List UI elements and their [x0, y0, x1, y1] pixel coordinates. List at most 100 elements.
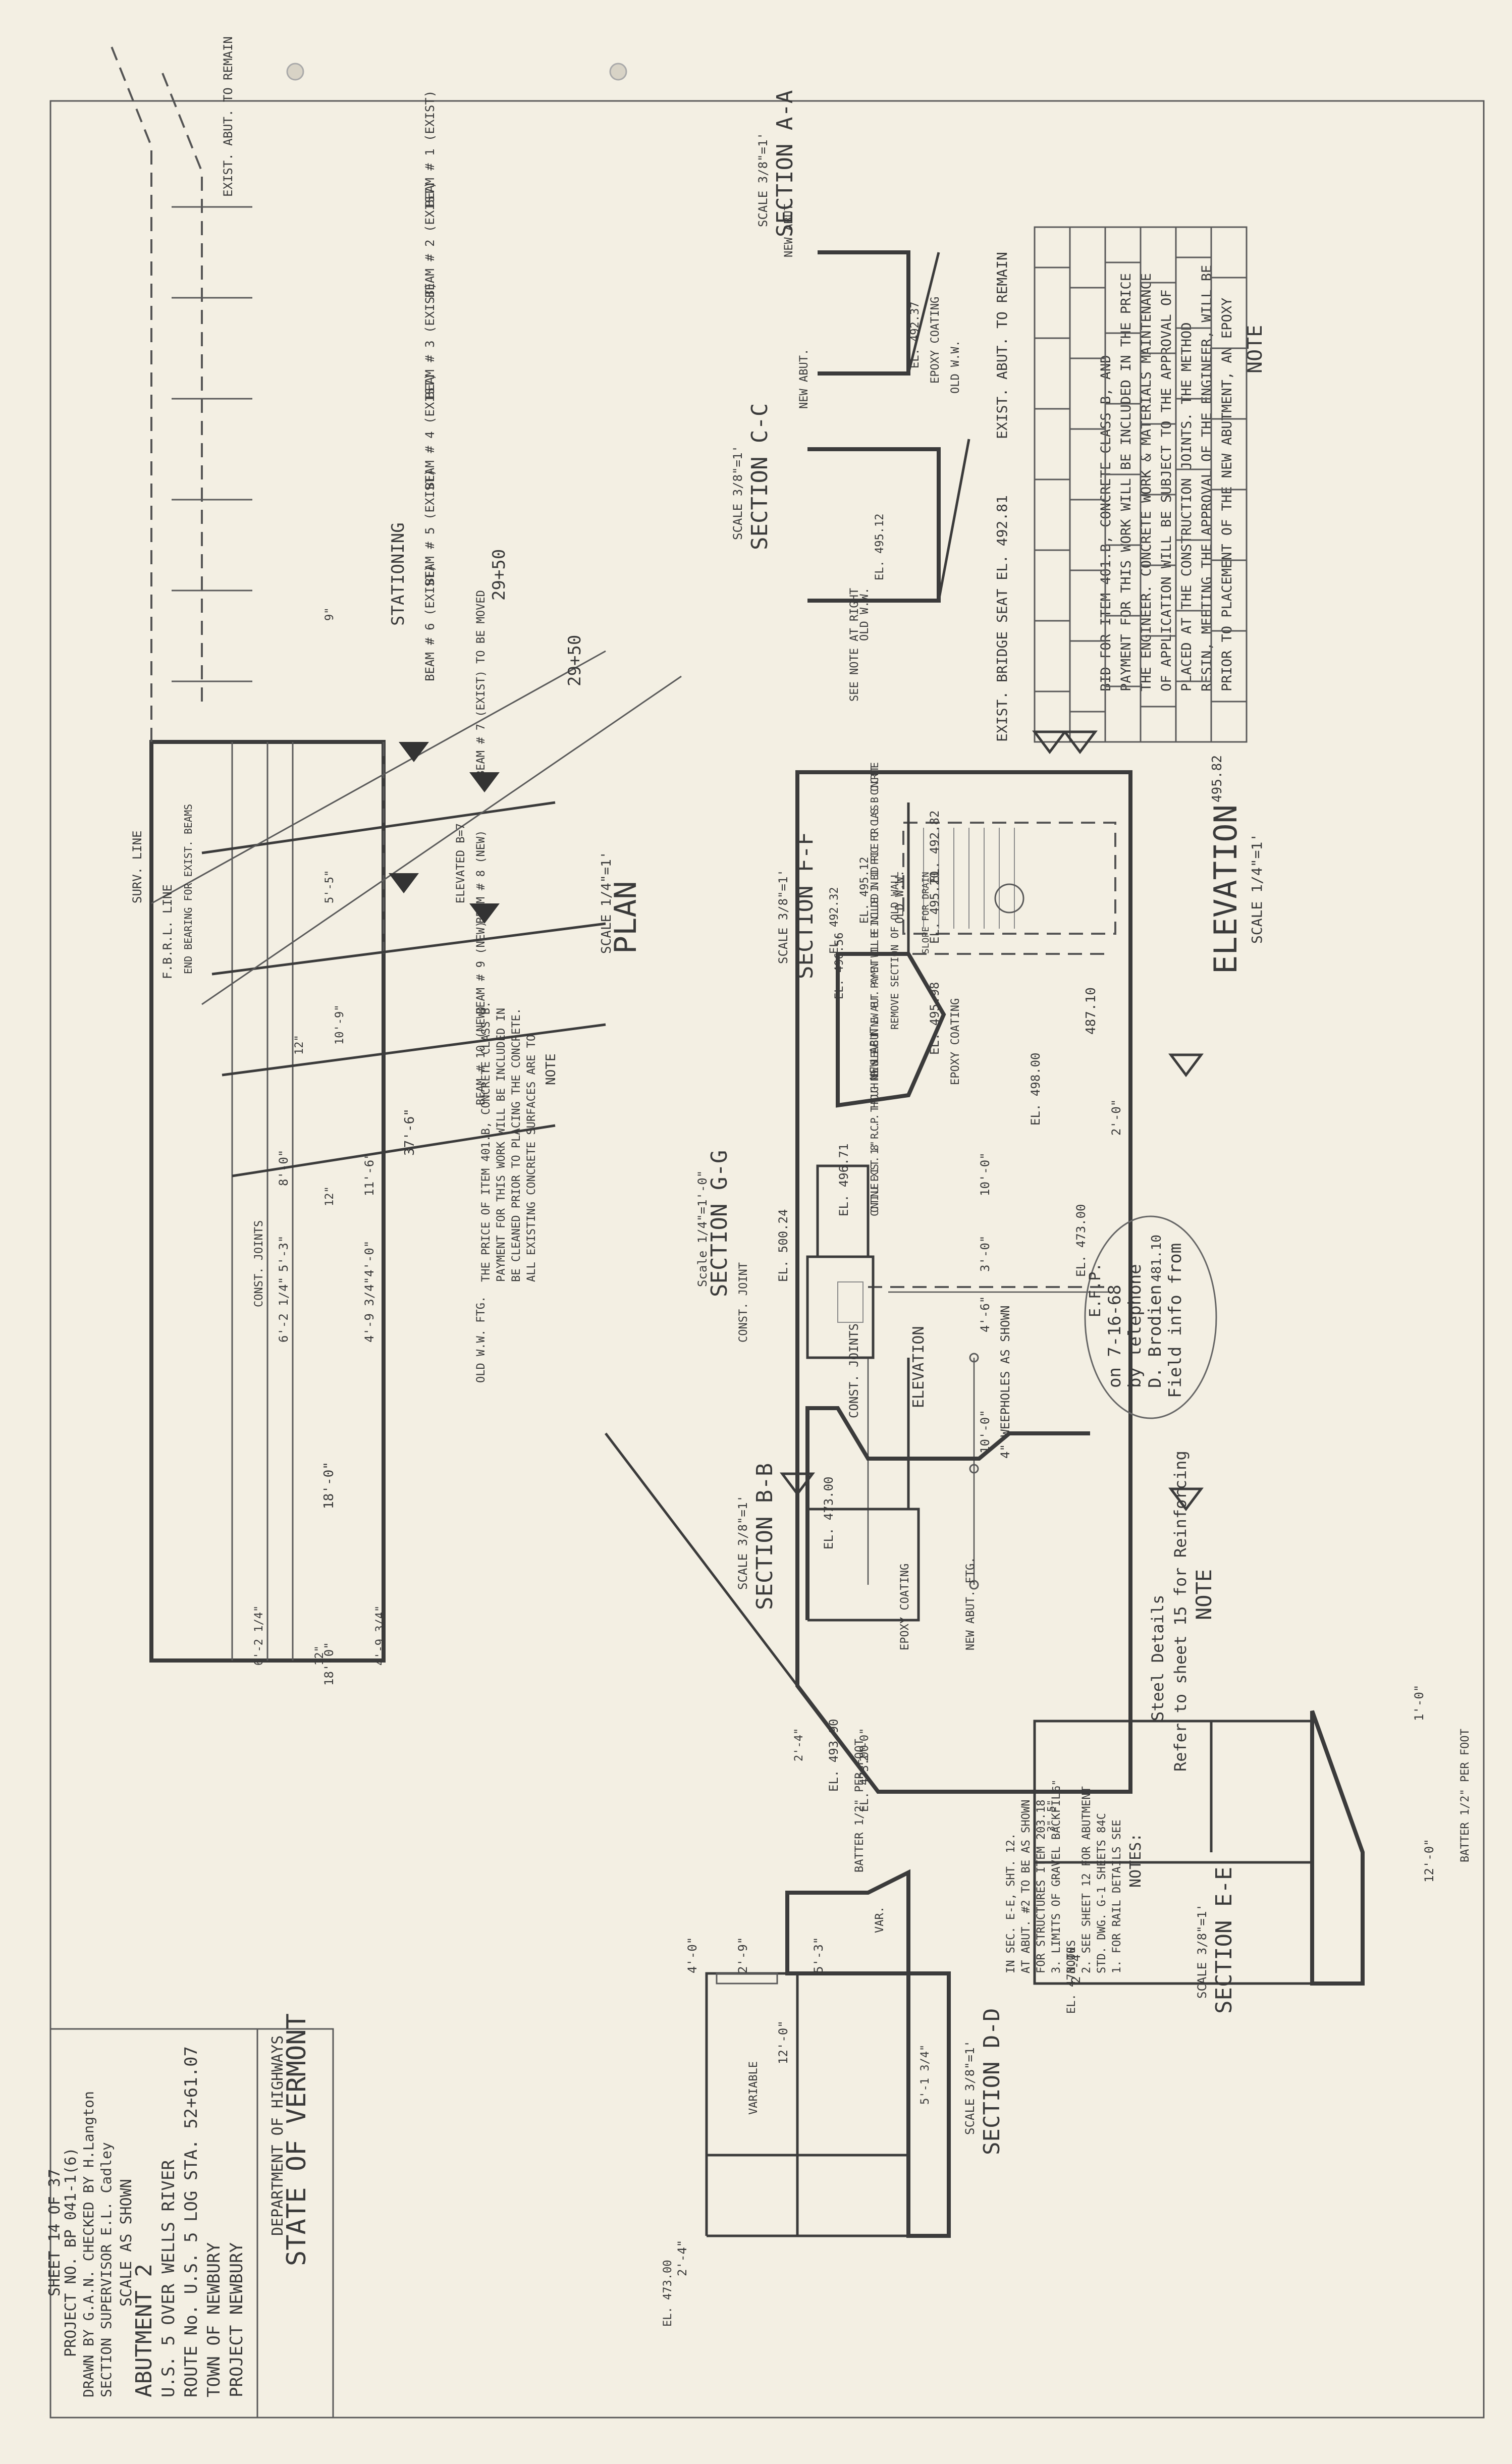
gg-el: EL. 500.24 — [776, 1209, 790, 1282]
plan-dim: 5'-5" — [323, 870, 336, 903]
plan-view: EXIST. ABUT. TO REMAIN BEAM # 1 (EXIST) … — [110, 36, 682, 1686]
elev-dim: 10'-0" — [978, 1410, 992, 1454]
elevation-title-large: ELEVATION — [1207, 805, 1244, 974]
plan-note-oldww: OLD W.W. FTG. — [475, 1296, 488, 1383]
notes-list-line: AT ABUT. #2 TO BE AS SHOWN — [1020, 1800, 1033, 1973]
title-dept: DEPARTMENT OF HIGHWAYS — [269, 2036, 287, 2236]
note-ref-title: NOTE — [1192, 1569, 1216, 1620]
plan-dim: 10'-9" — [334, 1005, 346, 1045]
plan-note-title: NOTE — [544, 1053, 559, 1085]
plan-station: 29+50 — [565, 635, 585, 686]
aa-scale: SCALE 3/8"=1' — [756, 132, 770, 227]
title-over: U.S. 5 OVER WELLS RIVER — [158, 2160, 179, 2397]
plan-beam-label: BEAM # 7 (EXIST) TO BE MOVED — [475, 590, 488, 777]
ee-dim: 12'-0" — [1422, 1839, 1436, 1883]
note-ref-line: Steel Details — [1148, 1595, 1167, 1721]
section-bb: EL. 473.00 EPOXY COATING NEW ABUT. FTG. … — [736, 1358, 1090, 1812]
plan-note-line: PAYMENT FOR THIS WORK WILL BE INCLUDED I… — [495, 1008, 508, 1282]
note-epoxy-line: RESIN, MEETING THE APPROVAL OF THE ENGIN… — [1199, 265, 1215, 691]
cc-old-ww: OLD W.W. — [858, 587, 871, 641]
cut-arrow — [389, 873, 419, 893]
ff-old-ww: OLD W.W. — [894, 870, 906, 924]
cut-arrow — [399, 742, 429, 762]
bb-dim: 2'-4" — [793, 1728, 805, 1761]
notes-list-line: 2. SEE SHEET 12 FOR ABUTMENT — [1081, 1786, 1093, 1973]
notes-list-line: STD. DWG. G-1 SHEETS 84C — [1096, 1813, 1108, 1973]
title-state: STATE OF VERMONT — [282, 2013, 312, 2266]
plan-fbrl-line: F.B.R.L. LINE — [160, 884, 175, 979]
pencil-note-line: D. Brodien — [1145, 1284, 1165, 1388]
elev-el-label: EL. 495.20 — [928, 871, 942, 944]
elev-dim: 2'-0" — [1109, 1099, 1123, 1136]
dd-el: EL. 473.00 — [662, 2260, 674, 2327]
pencil-note-line: on 7-16-68 — [1105, 1284, 1125, 1388]
plan-beam-label: BEAM # 9 (NEW) — [475, 921, 488, 1014]
label-exist-bridge-seat: EXIST. BRIDGE SEAT EL. 492.81 — [994, 495, 1010, 742]
dd-var: VAR. — [874, 1906, 886, 1933]
plan-title: PLAN — [608, 881, 643, 954]
plan-dim: 6'-2 1/4" — [277, 1277, 291, 1343]
bb-new-abut: NEW ABUT. FTG. — [964, 1557, 977, 1650]
title-block: STATE OF VERMONT DEPARTMENT OF HIGHWAYS … — [46, 2013, 334, 2419]
elev-dim: 4'-6" — [978, 1296, 992, 1332]
section-aa: NEW ABUT. EL. 492.37 EPOXY COATING OLD W… — [756, 90, 962, 394]
section-dd: 4'-0" 2'-9" 5'-3" 12'-0" VARIABLE 2'-4" … — [662, 1739, 1005, 2327]
aa-new-abut: NEW ABUT. — [783, 197, 795, 257]
plan-stationing: STATIONING — [388, 522, 408, 626]
pencil-note-line: by telephone — [1125, 1264, 1145, 1388]
ff-title: SECTION F-F — [792, 832, 818, 979]
dd-dim: 12'-0" — [776, 2020, 790, 2064]
title-town: TOWN OF NEWBURY — [204, 2242, 224, 2397]
note-reinforcing: NOTE Refer to sheet 15 for Reinforcing S… — [1148, 1451, 1216, 1772]
title-scale: SCALE AS SHOWN — [118, 2179, 135, 2307]
plan-dim: 18'-0" — [321, 1462, 337, 1509]
title-project: PROJECT NEWBURY — [227, 2242, 247, 2397]
notes-list-line: 3. LIMITS OF GRAVEL BACKFILL — [1050, 1786, 1063, 1973]
elev-dim: 3'-0" — [978, 1236, 992, 1272]
plan-station: 29+50 — [489, 549, 509, 601]
note-epoxy: NOTE PRIOR TO PLACEMENT OF THE NEW ABUTM… — [1098, 265, 1267, 691]
plan-dim: 12" — [323, 1186, 336, 1206]
cc-see-note: SEE NOTE AT RIGHT — [848, 588, 861, 702]
elev-const-joints: CONST. JOINTS — [847, 1323, 861, 1418]
punch-hole — [286, 63, 304, 81]
title-supervisor: SECTION SUPERVISOR E.L. Cadley — [98, 2142, 115, 2397]
notes-list-line: NOTES — [1065, 1940, 1078, 1973]
cut-arrow — [469, 903, 500, 924]
elev-remove-note: REMOVE SECTION OF OLD WALL — [889, 872, 901, 1030]
notes-list: NOTES: 1. FOR RAIL DETAILS SEE STD. DWG.… — [1005, 1786, 1145, 1973]
dd-batter: BATTER 1/2" PER FOOT — [853, 1739, 866, 1872]
elevation-scale: SCALE 1/4"=1' — [1249, 833, 1265, 944]
plan-dim: 6'-2 1/4" — [253, 1605, 265, 1666]
plan-dim: 8'-0" — [277, 1150, 291, 1186]
notes-list-line: 1. FOR RAIL DETAILS SEE — [1111, 1819, 1123, 1973]
ee-title: SECTION E-E — [1211, 1867, 1237, 2014]
ee-dim: 1'-0" — [1412, 1685, 1426, 1721]
sheet-border — [49, 100, 1485, 2419]
ee-el: EL. 473.00 — [1065, 1947, 1078, 2014]
plan-dim: 5'-3" — [277, 1236, 291, 1272]
plan-beam-label: BEAM # 5 (EXIST) — [423, 469, 437, 585]
bb-el: EL. 473.00 — [858, 1745, 871, 1812]
existing-masonry: EXIST. ABUT. TO REMAIN EXIST. BRIDGE SEA… — [994, 226, 1248, 802]
ee-dim: 6" — [1050, 1780, 1062, 1792]
pencil-note-line: E.F.P. — [1087, 1263, 1104, 1317]
punch-hole — [609, 63, 627, 81]
pencil-elevation: 487.10 — [1084, 987, 1099, 1035]
plan-dim: 12" — [293, 1035, 306, 1055]
note-epoxy-title: NOTE — [1244, 325, 1267, 373]
aa-epoxy: EPOXY COATING — [929, 297, 942, 384]
cc-scale: SCALE 3/8"=1' — [731, 445, 745, 540]
title-route: ROUTE No. U.S. 5 LOG STA. 52+61.07 — [181, 2046, 201, 2397]
elev-slope-note: SLOPE FOR DRAIN — [921, 872, 931, 954]
elev-el-label: EL. 495.12 — [858, 857, 871, 924]
pencil-field-note: Field info from D. Brodien by telephone … — [1084, 1215, 1217, 1419]
ee-dim: 2'-4" — [1069, 1947, 1083, 1984]
plan-beam-label: BEAM # 1 (EXIST) — [423, 90, 437, 207]
section-ee: 12'-0" 1'-0" BATTER 1/2" PER FOOT 2'-4" … — [1033, 1685, 1472, 2014]
plan-dim: 9" — [323, 608, 336, 621]
note-epoxy-line: PLACED AT THE CONSTRUCTION JOINTS. THE M… — [1179, 323, 1195, 692]
dd-variable: VARIABLE — [747, 2061, 760, 2115]
plan-dim: 12" — [313, 1645, 326, 1666]
